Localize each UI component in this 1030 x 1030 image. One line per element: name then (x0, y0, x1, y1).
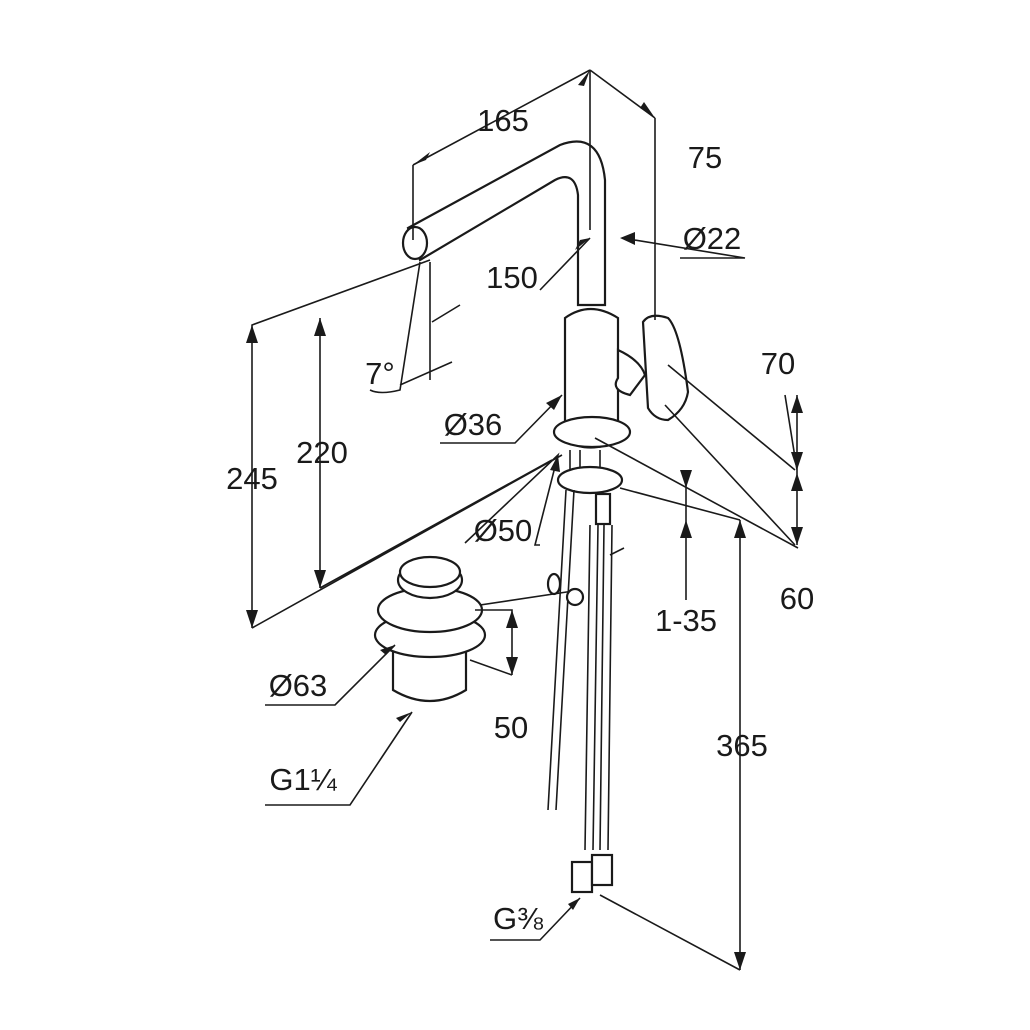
connector (594, 492, 612, 526)
dim-spout-reach: 165 (477, 103, 529, 138)
hose-nut-right (590, 853, 614, 887)
dim-deck-thickness: 1-35 (655, 603, 717, 638)
dim-waste-diameter: Ø63 (269, 668, 328, 703)
hoses (584, 524, 613, 851)
dim-body-diameter: Ø36 (444, 407, 503, 442)
dim-spout-diameter: Ø22 (683, 221, 742, 256)
waste-valve (373, 555, 487, 703)
dimension-lines (246, 69, 803, 971)
dim-base-height: 60 (780, 581, 814, 616)
dim-handle-offset: 75 (688, 140, 722, 175)
dim-total-height: 245 (226, 461, 278, 496)
dim-waste-thread: G1¼ (269, 762, 337, 797)
dim-outlet-height: 220 (296, 435, 348, 470)
dim-angle: 7° (365, 356, 395, 391)
dim-spout-height: 150 (486, 260, 538, 295)
dim-base-diameter: Ø50 (474, 513, 533, 548)
dim-handle-height: 70 (761, 346, 795, 381)
dim-waste-height: 50 (494, 710, 528, 745)
spout (406, 140, 607, 307)
dim-hose-length: 365 (716, 728, 768, 763)
faucet (401, 140, 690, 894)
dimension-labels: 165 75 Ø22 150 7° 220 245 Ø36 70 Ø50 60 … (226, 103, 814, 936)
hose-nut-left (570, 860, 594, 894)
handle-lever (641, 314, 690, 422)
spout-outlet (401, 225, 429, 261)
base-plate (552, 415, 632, 449)
pull-rod (547, 489, 575, 811)
fixing-nut (556, 465, 624, 495)
handle-base (614, 348, 647, 397)
dim-hose-thread: G⅜ (493, 901, 543, 936)
